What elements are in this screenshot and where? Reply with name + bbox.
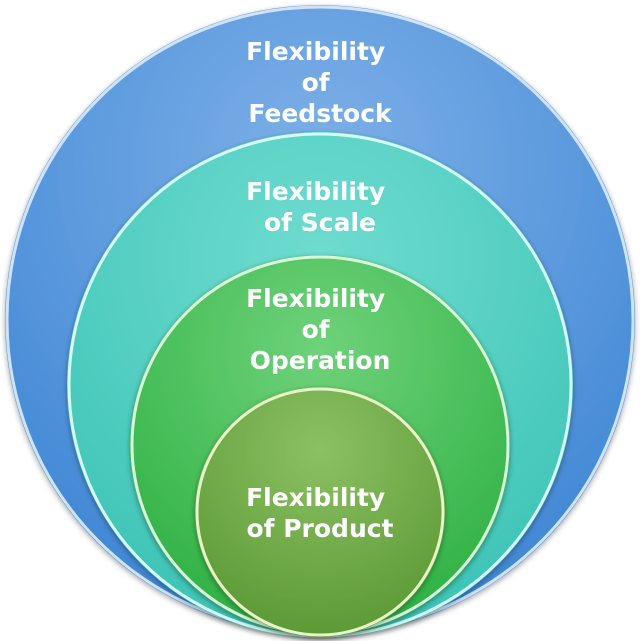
label-operation-line: Flexibility (246, 284, 385, 313)
label-scale-line: of Scale (264, 208, 376, 237)
label-operation-line: of (302, 315, 331, 344)
label-feedstock-line: of (302, 68, 331, 97)
label-product-line: of Product (246, 514, 393, 543)
label-feedstock: Flexibility of Feedstock (246, 37, 394, 128)
label-product: Flexibility of Product (246, 483, 394, 543)
label-operation-line: Operation (250, 346, 391, 375)
circle-product: Flexibility of Product (195, 387, 445, 637)
circle-product-shape (195, 387, 445, 637)
label-operation: Flexibility of Operation (246, 284, 394, 375)
label-scale-line: Flexibility (246, 177, 385, 206)
label-scale: Flexibility of Scale (246, 177, 394, 237)
label-feedstock-line: Feedstock (248, 99, 393, 128)
label-feedstock-line: Flexibility (246, 37, 385, 66)
label-product-line: Flexibility (246, 483, 385, 512)
circle-product-rim (195, 387, 445, 637)
